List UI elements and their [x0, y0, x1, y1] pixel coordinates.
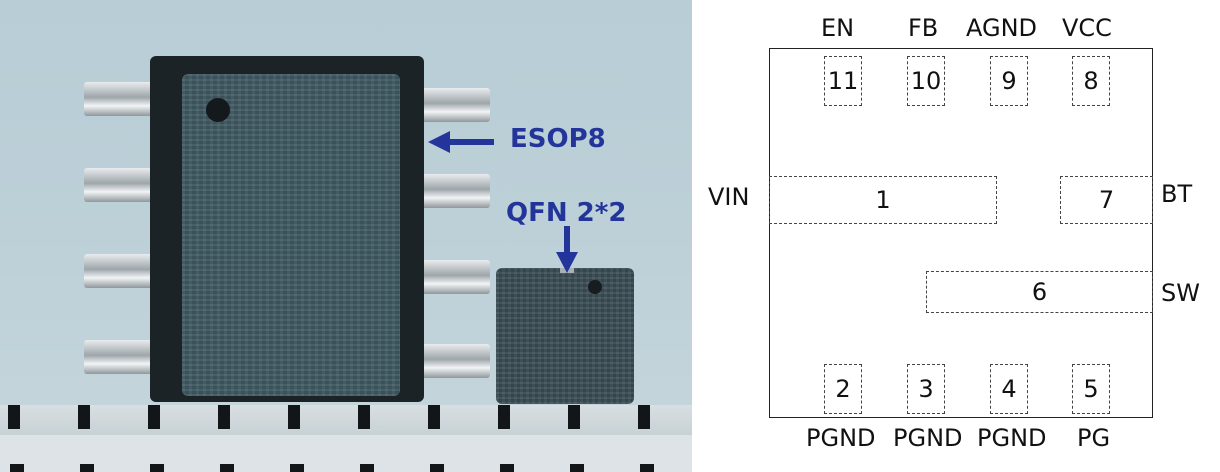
pin-label-fb: FB: [908, 14, 939, 42]
esop-lead: [420, 344, 490, 378]
pinout-diagram: EN FB AGND VCC 11 10 9 8 VIN 1 7 BT 6 SW…: [700, 0, 1220, 472]
esop8-die-surface: [182, 74, 400, 396]
ruler-tick: [638, 405, 650, 429]
ruler-tick: [150, 464, 164, 472]
ruler-tick: [220, 464, 234, 472]
ruler-tick: [218, 405, 230, 429]
pin-pad-8: 8: [1072, 56, 1110, 106]
esop-lead: [84, 168, 154, 202]
pin-label-en: EN: [821, 14, 855, 42]
qfn-label: QFN 2*2: [506, 198, 627, 228]
pin-pad-9: 9: [990, 56, 1028, 106]
pin-pad-5: 5: [1072, 364, 1110, 414]
ruler-tick: [360, 464, 374, 472]
pin-pad-1: 1: [769, 176, 997, 224]
esop-lead: [84, 82, 154, 116]
pin-label-bt: BT: [1161, 180, 1193, 208]
esop-arrow-icon: [428, 131, 494, 153]
ruler-tick: [430, 464, 444, 472]
esop8-label: ESOP8: [510, 124, 606, 154]
pin-label-agnd: AGND: [966, 14, 1038, 42]
esop-lead: [420, 88, 490, 122]
pin-pad-4: 4: [990, 364, 1028, 414]
esop-lead: [84, 340, 154, 374]
ruler-tick: [640, 464, 654, 472]
esop-lead: [84, 254, 154, 288]
pin-pad-7: 7: [1060, 176, 1153, 224]
annotation-arrows: [428, 131, 578, 273]
pin1-marker: [206, 98, 230, 122]
ruler-tick: [358, 405, 370, 429]
ruler-tick: [10, 464, 24, 472]
pin-label-vin: VIN: [708, 183, 750, 211]
ruler-tick: [568, 405, 580, 429]
pin-pad-3: 3: [907, 364, 945, 414]
pin-pad-6: 6: [926, 271, 1153, 313]
ruler-tick: [498, 405, 510, 429]
pin-pad-2: 2: [824, 364, 862, 414]
qfn-package: [496, 268, 634, 404]
ruler-tick: [148, 405, 160, 429]
package-photo: ESOP8 QFN 2*2: [0, 0, 692, 472]
esop-lead: [420, 260, 490, 294]
pin-label-pg: PG: [1077, 424, 1111, 452]
ruler-tick: [288, 405, 300, 429]
pin-label-pgnd: PGND: [893, 424, 963, 452]
ruler-tick: [80, 464, 94, 472]
pin-label-sw: SW: [1161, 279, 1200, 307]
ruler-tick: [8, 405, 20, 429]
ruler-tick: [570, 464, 584, 472]
pin-pad-10: 10: [907, 56, 945, 106]
pin-label-pgnd: PGND: [806, 424, 876, 452]
pin1-marker: [588, 280, 602, 294]
ruler-tick: [290, 464, 304, 472]
pin-pad-11: 11: [824, 56, 862, 106]
ruler-tick: [500, 464, 514, 472]
package-outline: [769, 48, 1153, 418]
esop-lead: [420, 174, 490, 208]
pin-label-pgnd: PGND: [977, 424, 1047, 452]
ruler-tick: [78, 405, 90, 429]
qfn-arrow-icon: [556, 226, 578, 273]
pin-label-vcc: VCC: [1062, 14, 1112, 42]
ruler-tick: [428, 405, 440, 429]
